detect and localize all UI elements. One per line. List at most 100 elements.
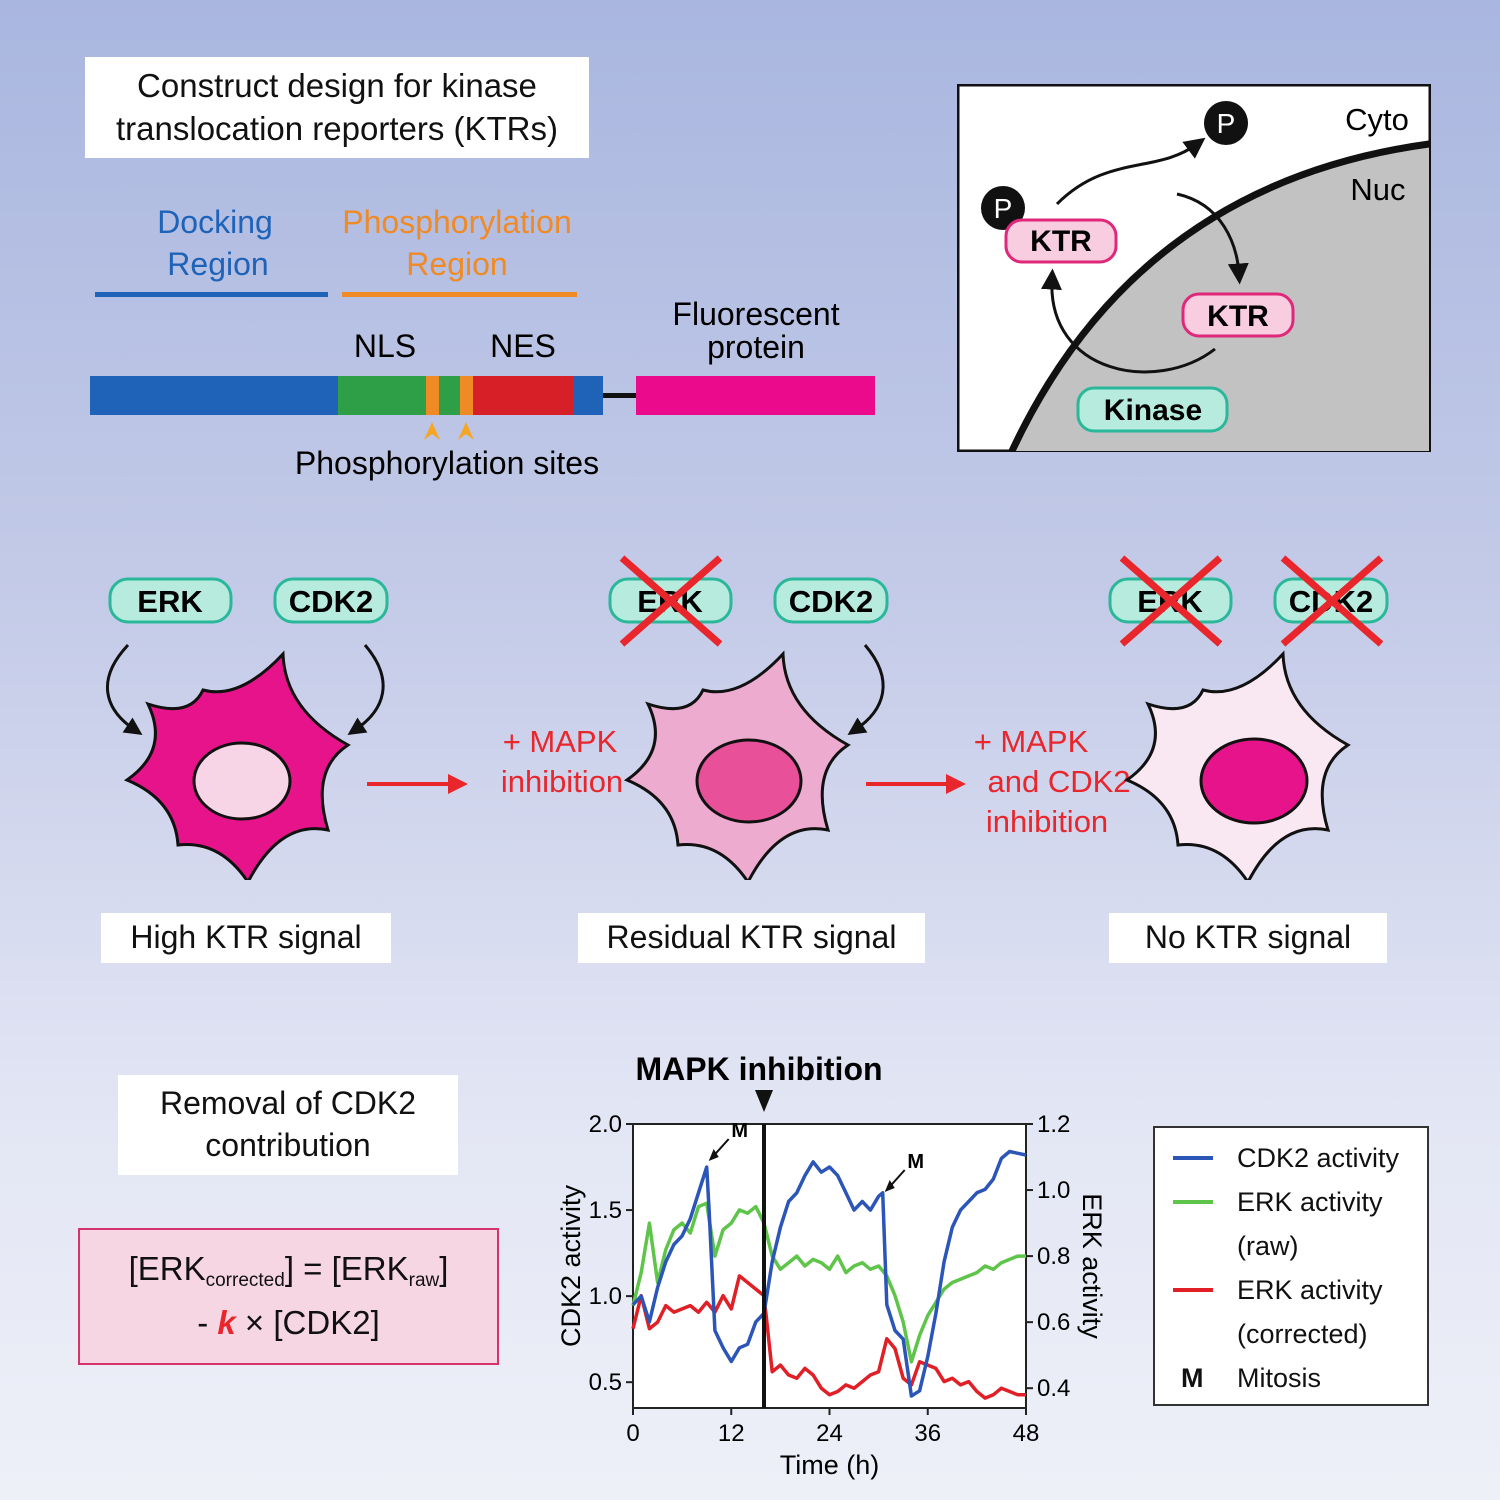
phosphorylation-arrow xyxy=(1040,268,1216,374)
nuc-label: Nuc xyxy=(1350,172,1405,207)
x-tick-label: 48 xyxy=(1013,1420,1040,1447)
nls-label: NLS xyxy=(354,328,416,364)
label-no-ktr: No KTR signal xyxy=(1109,913,1387,963)
y-left-tick-label: 0.5 xyxy=(589,1369,622,1396)
cdk2-arrow-2 xyxy=(847,644,885,735)
docking-region-label-2: Region xyxy=(167,246,268,282)
legend-item-erk-corrected-2: (corrected) xyxy=(1155,1314,1427,1354)
y-left-axis-label: CDK2 activity xyxy=(556,1184,586,1347)
export-arrow xyxy=(1055,137,1206,206)
legend-label-erk-raw-2: (raw) xyxy=(1237,1230,1299,1261)
chart-legend: CDK2 activity ERK activity (raw) ERK act… xyxy=(1153,1126,1429,1406)
cells-panel: ERK CDK2 + MAPK inhibition ERK CDK2 + MA… xyxy=(105,555,1389,880)
docking-region-label-1: Docking xyxy=(157,204,273,240)
construct-title-line2: translocation reporters (KTRs) xyxy=(116,109,558,147)
step2-text-3: inhibition xyxy=(986,804,1108,839)
nes-label: NES xyxy=(490,328,556,364)
mechanism-panel: Cyto Nuc P P KTR KTR Kinase xyxy=(957,84,1431,452)
nuclear-envelope xyxy=(1008,140,1430,452)
construct-title-line1: Construct design for kinase xyxy=(137,66,537,104)
phosphorylation-sites-label: Phosphorylation sites xyxy=(295,445,599,481)
nucleus-residual xyxy=(695,738,803,824)
y-left-tick-label: 1.5 xyxy=(589,1197,622,1224)
correction-formula: [ERKcorrected] = [ERKraw] - k × [CDK2] xyxy=(78,1228,499,1365)
kinase-label: Kinase xyxy=(1104,394,1202,427)
ktr-cyto-label: KTR xyxy=(1030,225,1092,258)
cdk2-arrow-1 xyxy=(347,644,385,735)
formula-k: k xyxy=(217,1304,236,1342)
ktr-nuc-pill xyxy=(1181,292,1295,338)
y-right-tick-label: 1.2 xyxy=(1037,1111,1070,1138)
x-tick-label: 24 xyxy=(816,1420,843,1447)
kinase-pill xyxy=(1076,386,1229,433)
formula-sub-raw: raw xyxy=(408,1270,440,1291)
formula-eq: ] = [ERK xyxy=(284,1250,409,1287)
construct-title: Construct design for kinase translocatio… xyxy=(85,57,589,158)
erk-arrow-1 xyxy=(105,643,143,735)
cdk2-label-1: CDK2 xyxy=(289,584,373,619)
site-arrow-1 xyxy=(424,422,440,440)
legend-label-erk-corrected: ERK activity xyxy=(1237,1274,1383,1305)
cdk2-cross-3 xyxy=(1280,555,1384,647)
docking-tail-segment xyxy=(573,376,603,415)
legend-label-erk-raw: ERK activity xyxy=(1237,1186,1383,1217)
phospho-site-1 xyxy=(426,376,439,415)
docking-region-bar xyxy=(95,292,328,297)
legend-label-mitosis: Mitosis xyxy=(1237,1362,1322,1393)
site-arrow-2 xyxy=(458,422,474,440)
mitosis-arrow-icon xyxy=(884,1180,895,1193)
cdk2-label-2: CDK2 xyxy=(789,584,873,619)
linker xyxy=(603,393,636,398)
erk-cross-3 xyxy=(1119,555,1223,647)
mitosis-label: M xyxy=(731,1120,748,1142)
fluorescent-protein-label-2: protein xyxy=(707,329,805,365)
removal-title-line1: Removal of CDK2 xyxy=(159,1085,417,1122)
phosphate-p-1: P xyxy=(1217,108,1236,139)
formula-sub-corrected: corrected xyxy=(205,1270,285,1291)
fluorescent-protein-segment xyxy=(636,376,875,415)
nucleus-none xyxy=(1199,737,1309,825)
erk-label-1: ERK xyxy=(137,584,203,619)
series-erk-corrected-line xyxy=(631,1274,1026,1400)
y-left-tick-label: 2.0 xyxy=(589,1111,622,1138)
formula-erk: [ERK xyxy=(128,1250,206,1287)
cdk2-pill-2 xyxy=(773,577,889,624)
x-axis-label: Time (h) xyxy=(780,1450,880,1480)
phospho-site-2 xyxy=(460,376,473,415)
removal-title: Removal of CDK2 contribution xyxy=(118,1075,458,1175)
ktr-cyto-pill xyxy=(1004,218,1118,264)
x-tick-label: 0 xyxy=(626,1420,639,1447)
formula-minus: - xyxy=(197,1304,218,1342)
x-tick-label: 36 xyxy=(914,1420,941,1447)
legend-label-erk-corrected-2: (corrected) xyxy=(1237,1318,1368,1349)
y-right-tick-label: 1.0 xyxy=(1037,1177,1070,1204)
mitosis-label: M xyxy=(907,1151,924,1173)
phosphate-p-2: P xyxy=(994,193,1013,224)
legend-swatch-erk-raw xyxy=(1173,1200,1213,1204)
nls-segment xyxy=(338,376,473,415)
cyto-label: Cyto xyxy=(1345,102,1409,137)
cdk2-pill-1 xyxy=(273,577,389,624)
mitosis-arrow-icon xyxy=(708,1149,719,1162)
step1-text-1: + MAPK xyxy=(503,724,618,759)
event-arrow-icon xyxy=(755,1090,773,1112)
nes-segment xyxy=(473,376,573,415)
y-right-axis-label: ERK activity xyxy=(1077,1193,1107,1339)
x-tick-label: 12 xyxy=(718,1420,745,1447)
label-high-ktr: High KTR signal xyxy=(101,913,391,963)
step1-text-2: inhibition xyxy=(501,764,623,799)
phospho-region-label-1: Phosphorylation xyxy=(342,204,571,240)
erk-pill-1 xyxy=(108,577,233,624)
legend-item-erk-raw-2: (raw) xyxy=(1155,1226,1427,1266)
ktr-nuc-label: KTR xyxy=(1207,300,1269,333)
import-arrow xyxy=(1176,192,1249,285)
phospho-region-label-2: Region xyxy=(406,246,507,282)
docking-segment xyxy=(90,376,338,415)
y-left-tick-label: 1.0 xyxy=(589,1283,622,1310)
legend-item-cdk2: CDK2 activity xyxy=(1155,1138,1427,1178)
label-residual-ktr: Residual KTR signal xyxy=(578,913,925,963)
erk-cross-2 xyxy=(619,555,723,647)
series-cdk2-line xyxy=(631,1149,1027,1398)
phosphate-icon-1 xyxy=(1204,101,1248,145)
